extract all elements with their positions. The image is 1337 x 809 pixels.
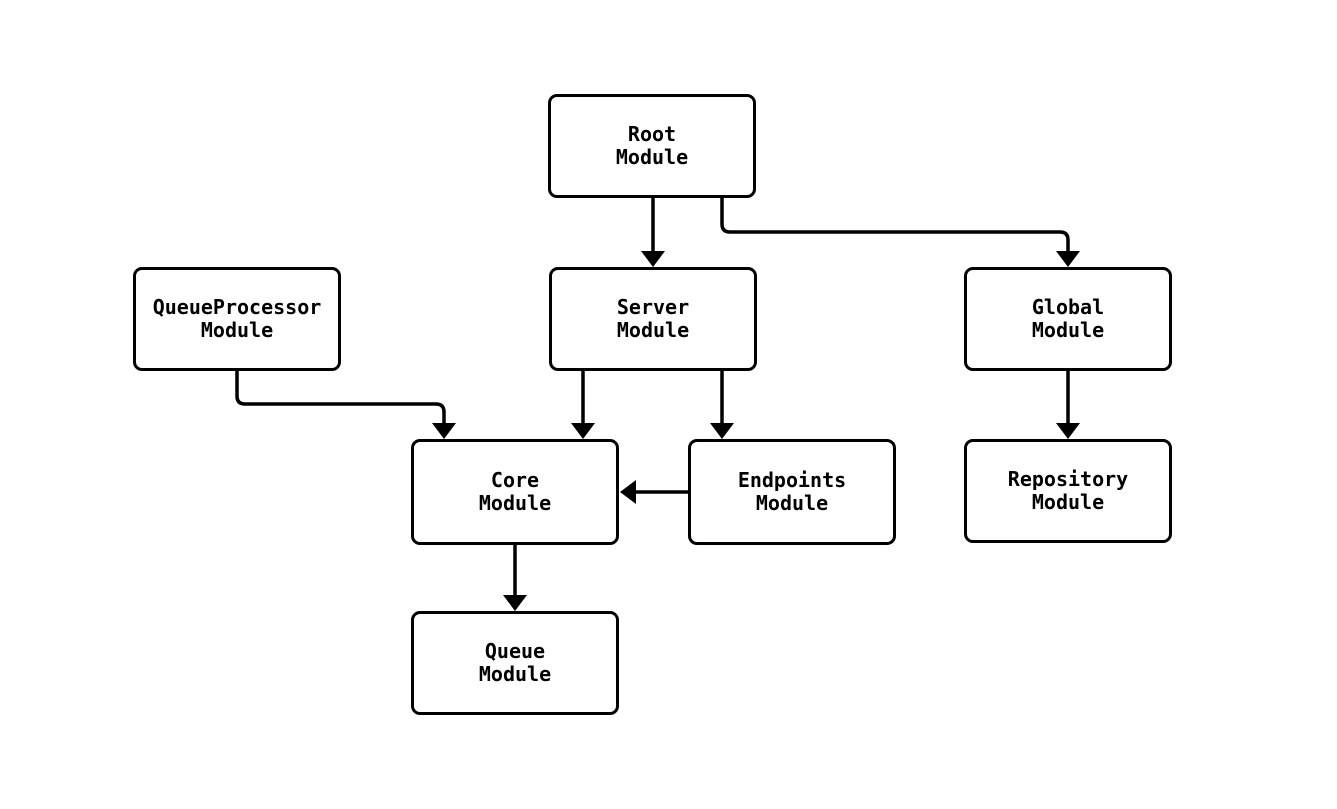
node-label: Root Module xyxy=(615,122,689,169)
node-core-module: Core Module xyxy=(411,439,619,545)
node-label: Global Module xyxy=(1031,295,1105,342)
node-label: Endpoints Module xyxy=(737,468,847,515)
node-label: Repository Module xyxy=(1007,467,1129,514)
node-root-module: Root Module xyxy=(548,94,756,198)
edge-root-to-server xyxy=(641,198,665,267)
arrowhead-icon xyxy=(641,251,665,267)
edge-server-to-core xyxy=(571,371,595,439)
node-label: QueueProcessor Module xyxy=(152,295,322,342)
edge-line xyxy=(720,198,1070,252)
edge-root-to-global xyxy=(720,198,1080,267)
node-label: Core Module xyxy=(478,468,552,515)
node-label: Server Module xyxy=(616,295,690,342)
arrowhead-icon xyxy=(710,423,734,439)
node-repository-module: Repository Module xyxy=(964,439,1172,543)
arrowhead-icon xyxy=(1056,251,1080,267)
edge-server-to-endpoints xyxy=(710,371,734,439)
edge-endpoints-to-core xyxy=(620,480,688,504)
edge-global-to-repository xyxy=(1056,371,1080,439)
node-queue-module: Queue Module xyxy=(411,611,619,715)
edge-core-to-queue xyxy=(503,545,527,611)
arrowhead-icon xyxy=(432,423,456,439)
edge-queueprocessor-to-core xyxy=(235,371,456,439)
node-queueprocessor-module: QueueProcessor Module xyxy=(133,267,341,371)
node-endpoints-module: Endpoints Module xyxy=(688,439,896,545)
node-global-module: Global Module xyxy=(964,267,1172,371)
arrowhead-icon xyxy=(1056,423,1080,439)
arrowhead-icon xyxy=(571,423,595,439)
node-label: Queue Module xyxy=(478,639,552,686)
arrowhead-icon xyxy=(503,595,527,611)
node-server-module: Server Module xyxy=(549,267,757,371)
arrowhead-icon xyxy=(620,480,636,504)
edge-line xyxy=(235,371,446,424)
